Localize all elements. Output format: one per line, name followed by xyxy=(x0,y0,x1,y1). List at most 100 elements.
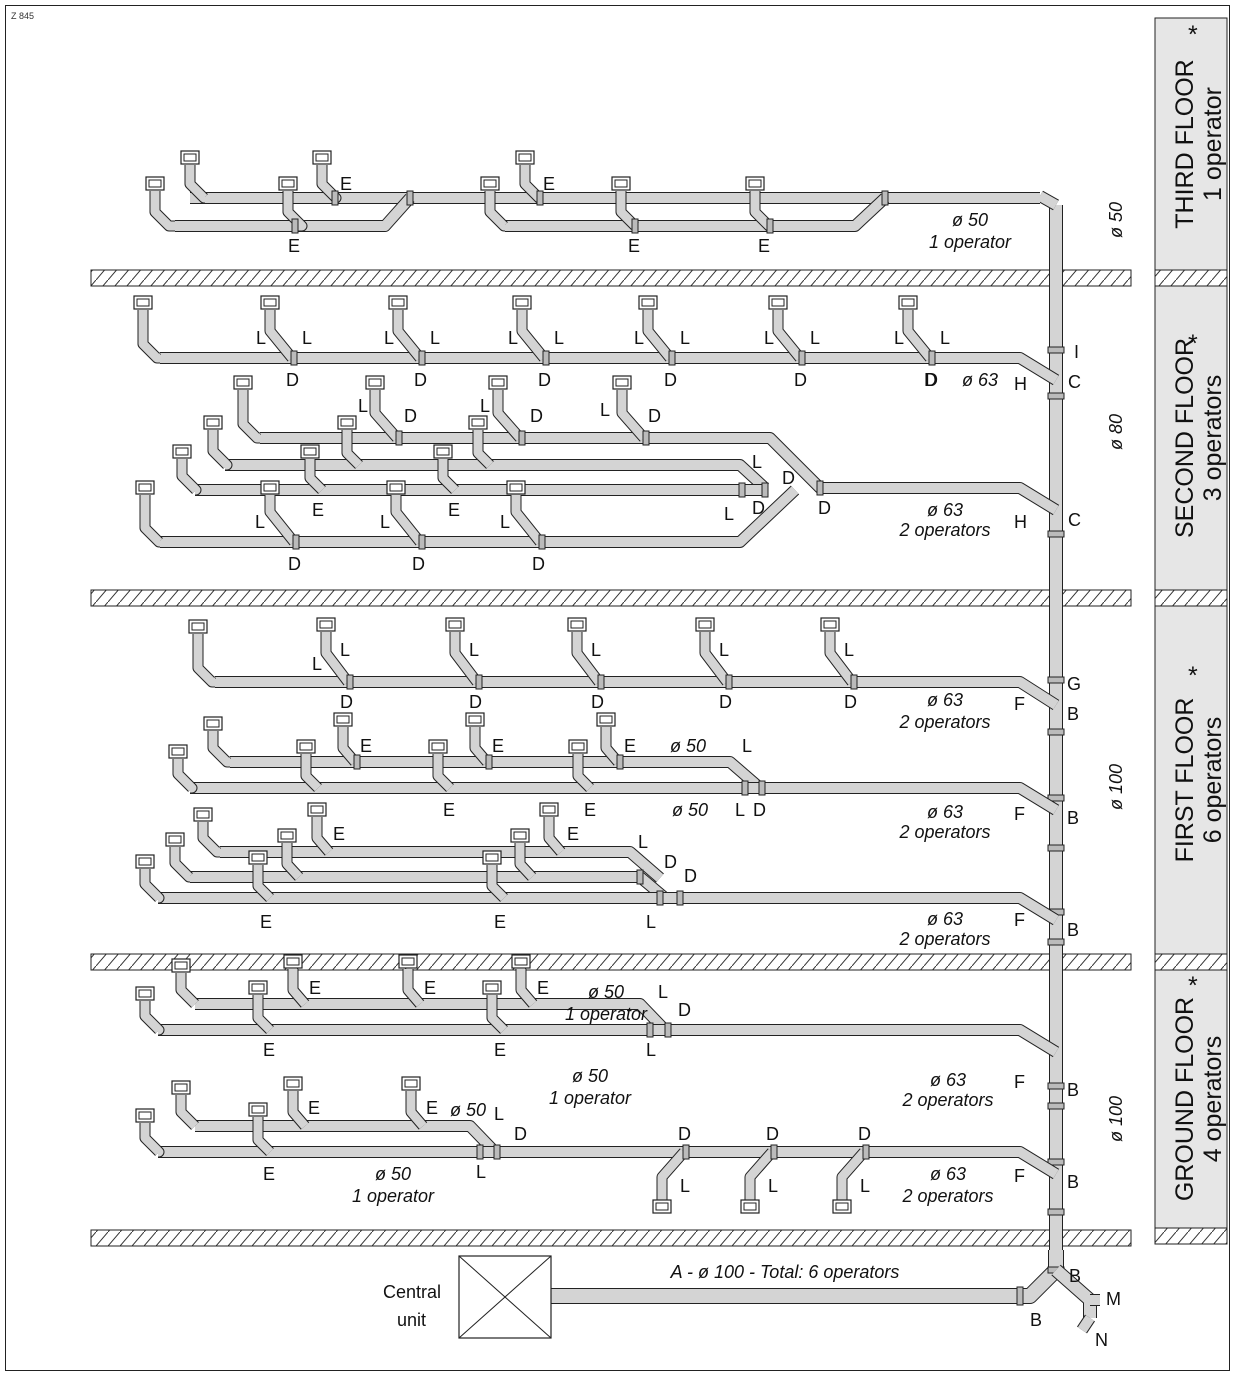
pipe-joint xyxy=(346,674,354,690)
suction-socket-icon xyxy=(568,739,588,754)
suction-socket-icon xyxy=(401,1076,421,1091)
suction-socket-icon xyxy=(482,980,502,995)
ground-branch2b-ops: 1 operator xyxy=(352,1186,435,1206)
pipe-joint xyxy=(1047,938,1065,946)
fitting-label-E: E xyxy=(494,1040,506,1060)
floor-ops-second: 3 operators xyxy=(1199,375,1227,501)
socket-drop-pipe xyxy=(253,995,274,1034)
socket-drop-pipe xyxy=(301,754,322,792)
first-branch2-sub-a: ø 50 xyxy=(670,736,706,756)
suction-socket-icon xyxy=(316,617,336,632)
socket-drop-pipe xyxy=(485,191,509,231)
socket-drop-pipe xyxy=(288,969,309,1007)
socket-drop-pipe xyxy=(700,632,731,685)
fitting-label-D: D xyxy=(414,370,427,390)
fitting-label-L: L xyxy=(742,736,752,756)
suction-socket-icon xyxy=(820,617,840,632)
fitting-label-L: L xyxy=(508,328,518,348)
fitting-label-D: D xyxy=(664,370,677,390)
pipe-joint xyxy=(518,430,526,446)
fitting-label-L: L xyxy=(430,328,440,348)
fitting-label-E: E xyxy=(584,800,596,820)
socket-drop-pipe xyxy=(487,995,508,1034)
fitting-label-L: L xyxy=(724,504,734,524)
suction-socket-icon xyxy=(165,832,185,847)
fitting-label-L: L xyxy=(638,832,648,852)
fitting-label-L: L xyxy=(494,1104,504,1124)
socket-drop-pipe xyxy=(773,310,804,361)
socket-drop-pipe xyxy=(473,430,494,469)
floor-name-third: THIRD FLOOR xyxy=(1171,59,1199,228)
socket-drop-pipe xyxy=(185,165,209,203)
fitting-label-D: D xyxy=(591,692,604,712)
fitting-label-L: L xyxy=(860,1176,870,1196)
pipe-joint xyxy=(538,534,546,550)
fitting-label-L: L xyxy=(480,396,490,416)
fitting-label-E: E xyxy=(260,912,272,932)
pipe-joint xyxy=(725,674,733,690)
fitting-label-L: L xyxy=(940,328,950,348)
socket-drop-pipe xyxy=(903,310,934,361)
suction-socket-icon xyxy=(248,1102,268,1117)
fitting-label-D: D xyxy=(684,866,697,886)
fitting-label-L: L xyxy=(844,640,854,660)
socket-drop-pipe xyxy=(265,495,298,545)
socket-drop-pipe xyxy=(140,1001,164,1035)
suction-socket-icon xyxy=(145,176,165,191)
ground-branch1a-ops: 1 operator xyxy=(565,1004,648,1024)
fitting-label-D: D xyxy=(340,692,353,712)
socket-drop-pipe xyxy=(265,310,296,361)
floor-ops-ground: 4 operators xyxy=(1199,1036,1227,1162)
pipe-joint xyxy=(928,350,936,366)
diagram-frame xyxy=(5,5,1230,1371)
pipe-joint xyxy=(292,534,300,550)
fitting-label-C: C xyxy=(1068,510,1081,530)
socket-drop-pipe xyxy=(173,759,197,793)
second-floor-main xyxy=(160,353,1059,385)
fitting-label-D: D xyxy=(412,554,425,574)
fitting-label-E: E xyxy=(340,174,352,194)
socket-drop-pipe xyxy=(338,727,359,765)
suction-socket-icon xyxy=(248,850,268,865)
pipe-joint xyxy=(291,218,299,234)
fitting-label-L: L xyxy=(476,1162,486,1182)
socket-drop-pipe xyxy=(837,1149,868,1200)
suction-socket-icon xyxy=(488,375,508,390)
floor-ops-first: 6 operators xyxy=(1199,717,1227,843)
ground-floor-branch xyxy=(158,1147,1059,1179)
suction-socket-icon xyxy=(171,958,191,973)
fitting-label-L: L xyxy=(680,328,690,348)
first-floor-main xyxy=(215,677,1059,710)
suction-socket-icon xyxy=(203,716,223,731)
second-branch2-dia: ø 63 xyxy=(927,500,963,520)
pipe-joint xyxy=(1047,346,1065,354)
socket-drop-pipe xyxy=(470,727,491,765)
fitting-label-D: D xyxy=(752,498,765,518)
fitting-label-B: B xyxy=(1069,1266,1081,1286)
suction-socket-icon xyxy=(386,480,406,495)
suction-socket-icon xyxy=(596,712,616,727)
ground-branch2b-dia: ø 50 xyxy=(375,1164,411,1184)
branch-labels: ø 50 1 operator ø 63 ø 63 2 operators ø … xyxy=(352,210,1012,1206)
fitting-label-D: D xyxy=(678,1124,691,1144)
first-floor-branch xyxy=(190,783,1059,815)
suction-socket-icon xyxy=(465,712,485,727)
fitting-label-L: L xyxy=(591,640,601,660)
riser-dia-first: ø 100 xyxy=(1106,764,1126,810)
pipe-joint xyxy=(798,350,806,366)
pipe-joint xyxy=(1016,1286,1024,1306)
suction-socket-icon xyxy=(511,954,531,969)
socket-drop-pipe xyxy=(253,865,274,902)
fitting-label-N: N xyxy=(1095,1330,1108,1350)
socket-drop-pipe xyxy=(150,191,175,231)
fitting-label-L: L xyxy=(764,328,774,348)
fitting-label-F: F xyxy=(1014,910,1025,930)
fitting-label-E: E xyxy=(308,1098,320,1118)
riser-pipe xyxy=(1037,191,1059,210)
floor-panels: THIRD FLOOR 1 operator * SECOND FLOOR 3 … xyxy=(1154,17,1228,1245)
fitting-label-E: E xyxy=(758,236,770,256)
suction-socket-icon xyxy=(539,802,559,817)
fitting-label-D: D xyxy=(286,370,299,390)
fitting-label-L: L xyxy=(302,328,312,348)
